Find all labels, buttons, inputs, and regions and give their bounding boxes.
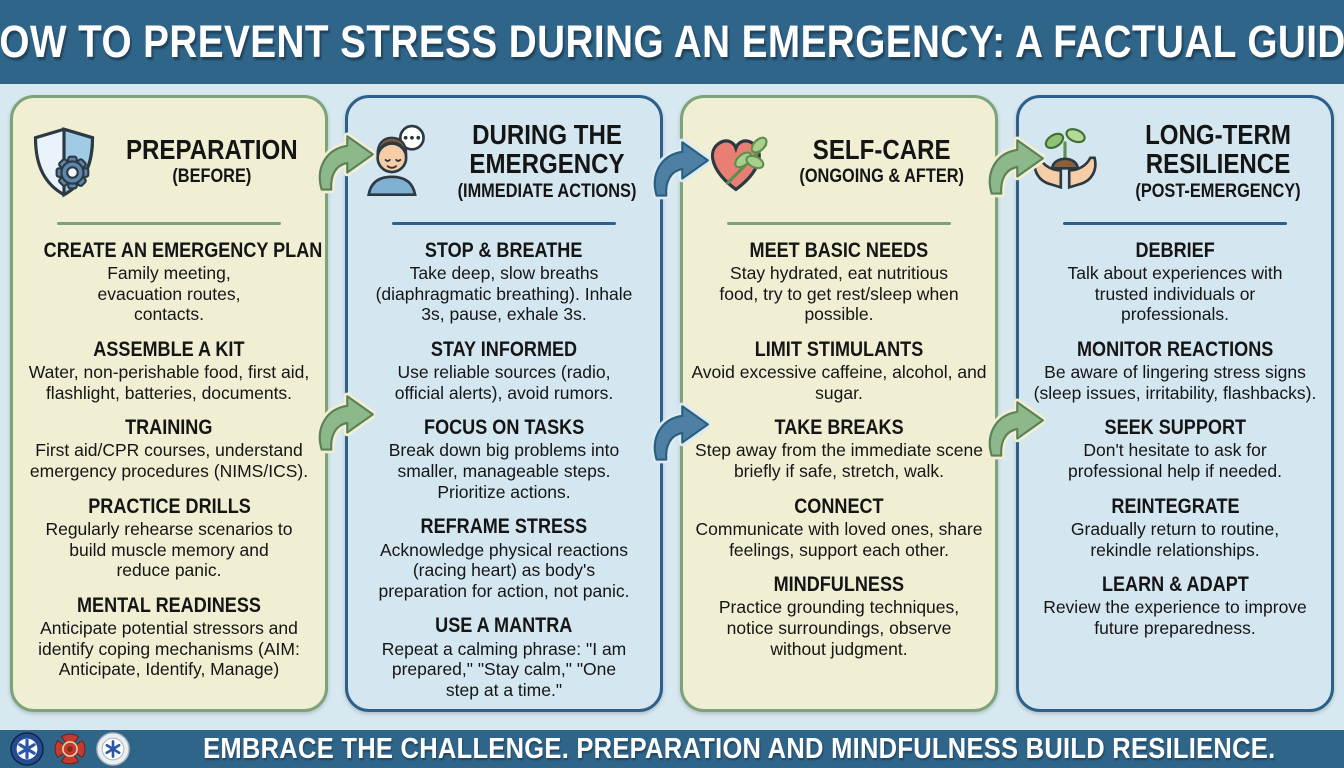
section: LEARN & ADAPT Review the experience to i… [1027,573,1323,638]
header-bar: HOW TO PREVENT STRESS DURING AN EMERGENC… [0,0,1344,84]
column-header: DURING THE EMERGENCY (IMMEDIATE ACTIONS) [356,114,652,210]
section-heading: FOCUS ON TASKS [423,416,585,440]
section-heading: PRACTICE DRILLS [87,494,251,518]
blue-flow-arrow [651,138,710,200]
section: TRAINING First aid/CPR courses, understa… [21,416,317,481]
section-heading: LIMIT STIMULANTS [754,338,924,362]
column-title: PREPARATION [126,133,298,165]
column-preparation: PREPARATION (BEFORE) CREATE AN EMERGENCY… [10,95,328,712]
section: MONITOR REACTIONS Be aware of lingering … [1027,338,1323,403]
column-during-emergency: DURING THE EMERGENCY (IMMEDIATE ACTIONS)… [345,95,663,712]
section-body: First aid/CPR courses, understand emerge… [29,440,309,482]
section-body: Anticipate potential stressors and ident… [38,617,300,680]
section-body: Be aware of lingering stress signs (slee… [1033,362,1317,403]
section-body: Break down big problems into smaller, ma… [388,440,620,502]
column-long-term-resilience: LONG-TERM RESILIENCE (POST-EMERGENCY) DE… [1016,95,1334,712]
section-body: Step away from the immediate scene brief… [695,440,983,482]
section: ASSEMBLE A KIT Water, non-perishable foo… [21,338,317,403]
section-heading: MEET BASIC NEEDS [749,239,929,262]
section-heading: STOP & BREATHE [425,239,583,262]
section-body: Avoid excessive caffeine, alcohol, and s… [691,362,987,403]
section-heading: REINTEGRATE [1110,494,1240,518]
section: USE A MANTRA Repeat a calming phrase: "I… [356,614,652,700]
section-heading: MENTAL READINESS [77,593,261,617]
column-title: LONG-TERM RESILIENCE [1145,119,1291,179]
section-body: Take deep, slow breaths (diaphragmatic b… [375,263,633,325]
section-body: Talk about experiences with trusted indi… [1067,263,1283,325]
ems-star-of-life-badge [10,732,44,766]
blue-flow-arrow [651,402,710,464]
shield-gear-icon [34,127,95,198]
section-body: Acknowledge physical reactions (racing h… [378,539,630,601]
section: DEBRIEF Talk about experiences with trus… [1027,239,1323,325]
section-body: Use reliable sources (radio, official al… [394,362,614,403]
section-heading: TRAINING [125,416,213,440]
section-body: Communicate with loved ones, share feeli… [695,518,983,560]
section-body: Gradually return to routine, rekindle re… [1070,518,1280,560]
green-flow-arrow [986,136,1045,198]
section: FOCUS ON TASKS Break down big problems i… [356,416,652,502]
section-heading: ASSEMBLE A KIT [93,338,245,362]
heart-leaves-icon [711,136,768,192]
footer-tagline: EMBRACE THE CHALLENGE. PREPARATION AND M… [203,732,1276,765]
section: TAKE BREAKS Step away from the immediate… [691,416,987,481]
section-heading: SEEK SUPPORT [1104,416,1246,440]
section-body: Repeat a calming phrase: "I am prepared,… [381,638,627,700]
section-body: Don't hesitate to ask for professional h… [1067,440,1283,482]
section: LIMIT STIMULANTS Avoid excessive caffein… [691,338,987,403]
footer-bar: EMBRACE THE CHALLENGE. PREPARATION AND M… [0,730,1344,768]
section-heading: CREATE AN EMERGENCY PLAN [43,239,323,262]
calm-person-thinking-icon [367,124,425,197]
section: CREATE AN EMERGENCY PLAN Family meeting,… [21,239,323,325]
column-title: SELF-CARE [813,133,951,165]
column-header: PREPARATION (BEFORE) [21,114,317,210]
column-title: DURING THE EMERGENCY [469,119,625,179]
section-heading: STAY INFORMED [430,338,578,362]
section-heading: MONITOR REACTIONS [1076,338,1274,362]
section-body: Family meeting, evacuation routes, conta… [97,263,241,325]
section-heading: LEARN & ADAPT [1101,573,1249,597]
section: MENTAL READINESS Anticipate potential st… [21,594,317,680]
green-flow-arrow [986,398,1045,460]
column-header: LONG-TERM RESILIENCE (POST-EMERGENCY) [1027,114,1323,210]
divider [391,222,617,225]
column-subtitle: (POST-EMERGENCY) [1135,180,1301,202]
section: REFRAME STRESS Acknowledge physical reac… [356,515,652,601]
hands-holding-sprout-icon [1033,128,1097,190]
green-flow-arrow [316,392,375,454]
section-heading: MINDFULNESS [773,573,905,597]
divider [56,222,282,225]
section-heading: DEBRIEF [1135,239,1215,262]
section-body: Practice grounding techniques, notice su… [718,597,960,659]
section: CONNECT Communicate with loved ones, sha… [691,495,987,560]
section-body: Review the experience to improve future … [1043,597,1307,638]
footer-left-badges [10,732,130,766]
divider [726,222,952,225]
section: SEEK SUPPORT Don't hesitate to ask for p… [1027,416,1323,481]
divider [1062,222,1288,225]
fire-department-maltese-cross-badge [54,733,86,765]
section-body: Water, non-perishable food, first aid, f… [28,362,310,403]
section: MINDFULNESS Practice grounding technique… [691,573,987,659]
section-heading: TAKE BREAKS [774,416,904,440]
section-body: Regularly rehearse scenarios to build mu… [45,518,293,581]
section-heading: REFRAME STRESS [420,515,588,539]
column-subtitle: (BEFORE) [172,166,252,188]
section-heading: USE A MANTRA [435,614,573,638]
page-title: HOW TO PREVENT STRESS DURING AN EMERGENC… [0,16,1344,67]
section: PRACTICE DRILLS Regularly rehearse scena… [21,495,317,581]
column-subtitle: (ONGOING & AFTER) [799,166,965,188]
column-header: SELF-CARE (ONGOING & AFTER) [691,114,987,210]
section: REINTEGRATE Gradually return to routine,… [1027,495,1323,560]
column-subtitle: (IMMEDIATE ACTIONS) [457,180,637,202]
column-self-care: SELF-CARE (ONGOING & AFTER) MEET BASIC N… [680,95,998,712]
section-body: Stay hydrated, eat nutritious food, try … [719,263,959,325]
green-flow-arrow [316,132,375,194]
ems-star-of-life-seal [96,732,130,766]
section: MEET BASIC NEEDS Stay hydrated, eat nutr… [691,239,987,325]
section: STAY INFORMED Use reliable sources (radi… [356,338,652,403]
section: STOP & BREATHE Take deep, slow breaths (… [356,239,652,325]
section-heading: CONNECT [794,494,884,518]
